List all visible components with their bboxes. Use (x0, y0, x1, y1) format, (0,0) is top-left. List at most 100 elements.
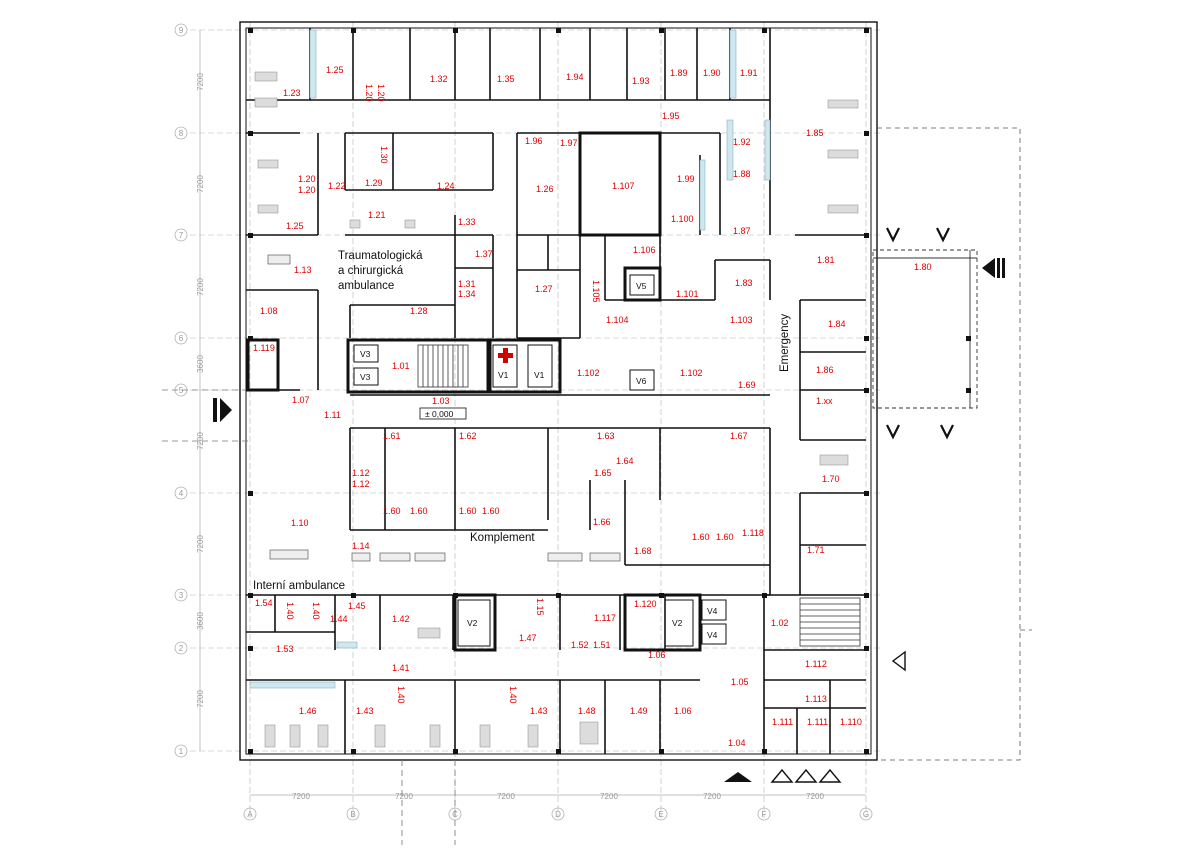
room-label: 1.96 (525, 136, 543, 146)
lift-label: V4 (707, 606, 718, 616)
interior-walls (246, 28, 866, 754)
ambulance-canopy (872, 249, 978, 409)
room-label: 1.89 (670, 68, 688, 78)
row-dimension: 7200 (196, 175, 205, 193)
room-label: 1.27 (535, 284, 553, 294)
staircase-south (799, 597, 861, 647)
room-label: 1.101 (676, 289, 699, 299)
row-dimension: 7200 (196, 432, 205, 450)
row-dimension: 7200 (196, 690, 205, 708)
room-label: 1.64 (616, 456, 634, 466)
room-label: 1.61 (383, 431, 401, 441)
col-markers (243, 807, 873, 821)
room-label: 1.111 (807, 717, 828, 727)
room-label: 1.52 (571, 640, 589, 650)
room-label: 1.11 (324, 410, 341, 420)
level-mark-text: ± 0,000 (425, 409, 454, 419)
room-label: 1.13 (294, 265, 312, 275)
room-label: 1.xx (816, 396, 833, 406)
room-label: 1.60 (482, 506, 500, 516)
room-label: 1.14 (352, 541, 370, 551)
room-label: 1.47 (519, 633, 537, 643)
room-label: 1.119 (253, 343, 275, 353)
room-label: 1.42 (392, 614, 410, 624)
room-label: 1.60 (692, 532, 710, 542)
col-dimension: 7200 (497, 792, 515, 801)
room-label: 1.28 (410, 306, 428, 316)
room-label: 1.102 (577, 368, 600, 378)
lift-label: V6 (636, 376, 647, 386)
grid-row-label: 2 (179, 644, 184, 653)
room-label: 1.49 (630, 706, 648, 716)
room-label: 1.53 (276, 644, 294, 654)
room-label: 1.32 (430, 74, 448, 84)
room-label: 1.60 (383, 506, 401, 516)
room-label: 1.43 (530, 706, 548, 716)
col-marker-labels: A B C D E F G (247, 810, 869, 819)
room-label: 1.12 (352, 479, 370, 489)
room-label: 1.20 (298, 174, 316, 184)
room-label: 1.85 (806, 128, 824, 138)
grid-col-label: F (762, 810, 767, 819)
col-dimension: 7200 (600, 792, 618, 801)
row-dimension-labels: 7200 7200 7200 3600 7200 7200 3600 7200 (196, 73, 205, 708)
room-label: 1.20 (364, 84, 374, 102)
grid-row-label: 9 (179, 26, 184, 35)
room-label: 1.118 (742, 528, 764, 538)
red-cross-icon (498, 348, 513, 363)
grid-row-label: 4 (179, 489, 184, 498)
lift-label: V4 (707, 630, 718, 640)
room-label: 1.44 (330, 614, 348, 624)
room-label: 1.102 (680, 368, 703, 378)
room-label: 1.25 (286, 221, 304, 231)
room-label: 1.99 (677, 174, 695, 184)
grid-col-label: G (863, 810, 869, 819)
lift-label: V2 (672, 618, 683, 628)
room-label: 1.05 (731, 677, 749, 687)
room-label: 1.105 (591, 280, 601, 303)
room-label: 1.113 (805, 694, 827, 704)
staircase-north (417, 344, 469, 388)
room-label: 1.06 (674, 706, 692, 716)
left-entrance-lines (162, 389, 456, 845)
room-label: 1.87 (733, 226, 751, 236)
room-label: 1.88 (733, 169, 751, 179)
grid-row-label: 6 (179, 334, 184, 343)
room-label: 1.23 (283, 88, 301, 98)
grid-row-label: 7 (179, 231, 184, 240)
row-dimension: 7200 (196, 73, 205, 91)
grid-row-label: 5 (179, 386, 184, 395)
grid-row-label: 8 (179, 129, 184, 138)
grid-col-label: E (658, 810, 663, 819)
room-label: 1.66 (593, 517, 611, 527)
room-label: 1.40 (285, 602, 295, 620)
lift-label: V1 (498, 370, 509, 380)
room-label: 1.40 (396, 686, 406, 704)
lift-label: V5 (636, 281, 647, 291)
room-label: 1.46 (299, 706, 317, 716)
grid-row-label: 3 (179, 591, 184, 600)
room-label: 1.48 (578, 706, 596, 716)
row-dimension: 3600 (196, 612, 205, 630)
room-label: 1.93 (632, 76, 650, 86)
entrance-arrow-south-icon (724, 650, 906, 783)
furniture (254, 71, 859, 748)
room-label: 1.20 (298, 185, 316, 195)
room-label: 1.111 (772, 717, 793, 727)
zone-title-interni: Interní ambulance (253, 580, 345, 592)
lift-label: V3 (360, 349, 371, 359)
room-label: 1.67 (730, 431, 748, 441)
room-labels: 1.23 1.25 1.20 1.20 1.32 1.35 1.94 1.93 … (253, 65, 932, 748)
zone-title-trauma-line2: a chirurgická (338, 265, 404, 277)
room-label: 1.92 (733, 137, 751, 147)
room-label: 1.25 (326, 65, 344, 75)
room-label: 1.26 (536, 184, 554, 194)
room-label: 1.40 (508, 686, 518, 704)
level-mark: ± 0,000 (419, 407, 467, 420)
room-label: 1.107 (612, 181, 635, 191)
room-label: 1.10 (291, 518, 309, 528)
lift-cars (353, 274, 727, 647)
col-dimension: 7200 (806, 792, 824, 801)
room-label: 1.60 (410, 506, 428, 516)
grid-col-label: D (555, 810, 561, 819)
